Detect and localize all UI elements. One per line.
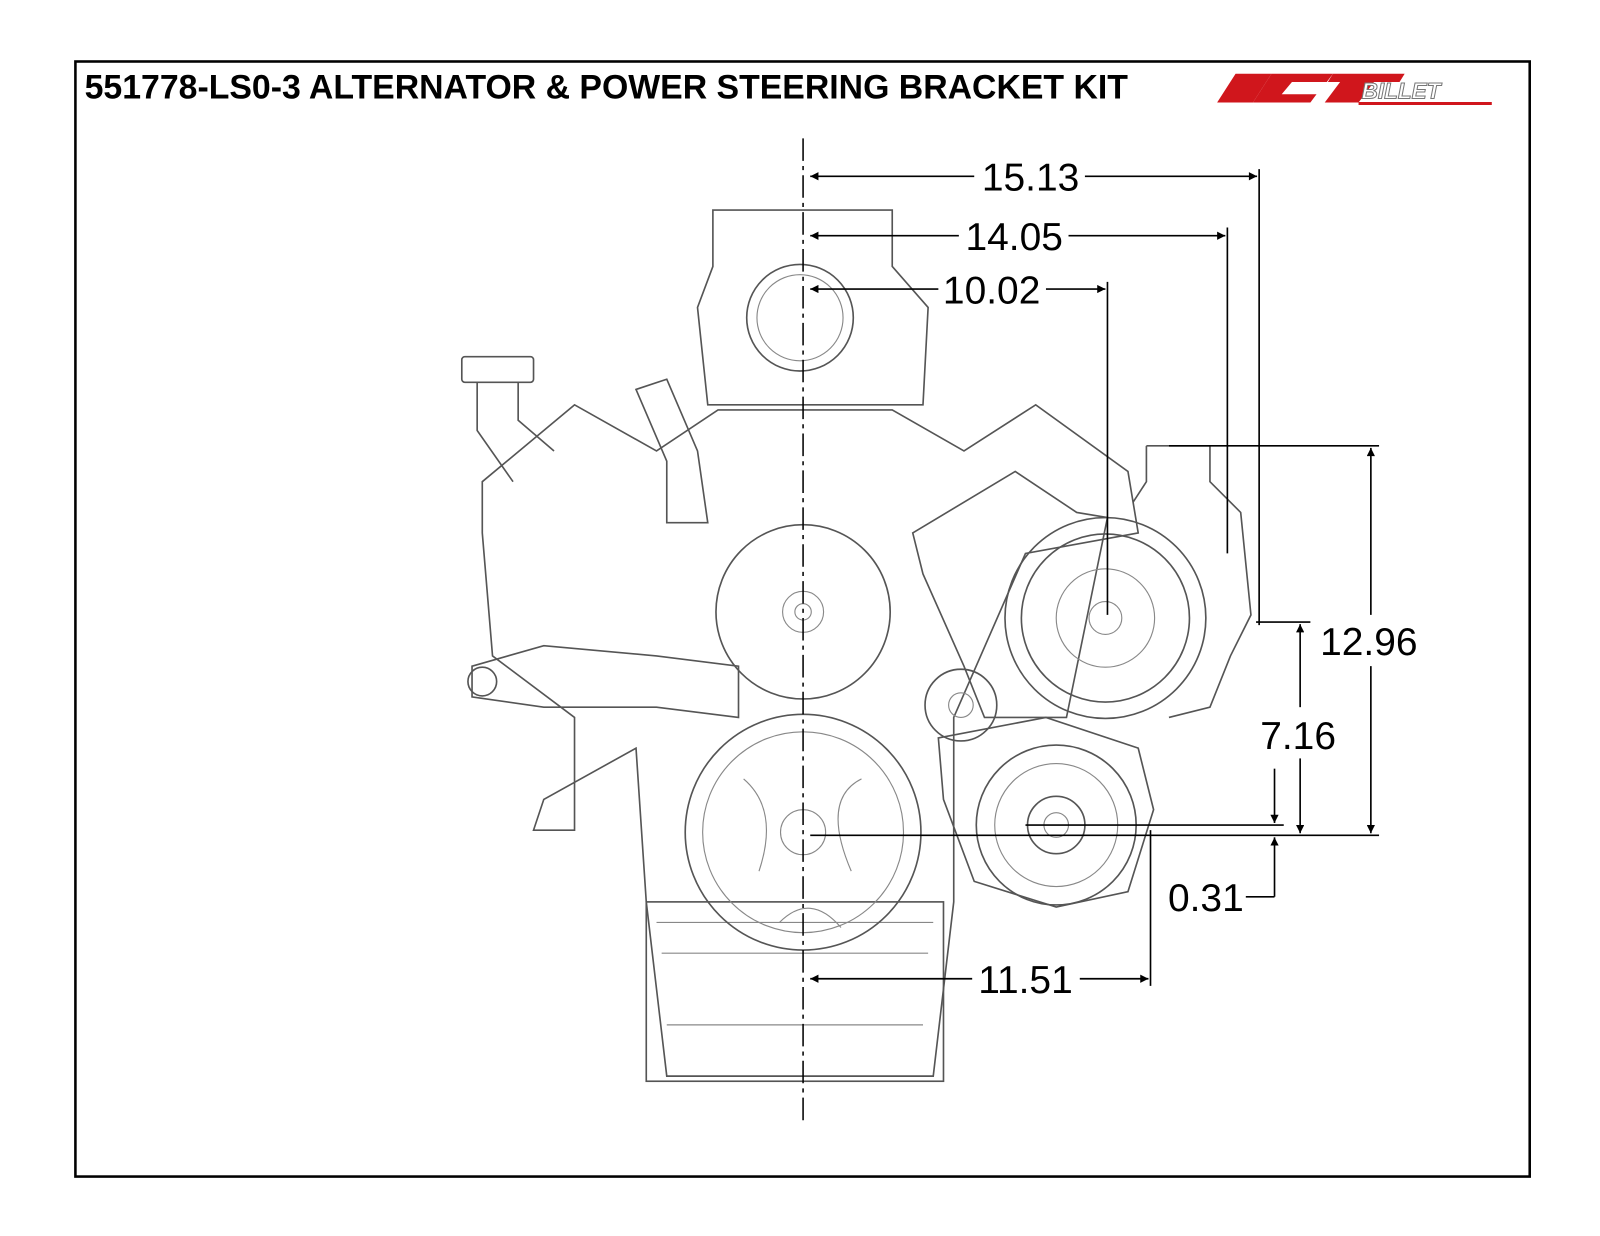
svg-text:15.13: 15.13 [982, 157, 1079, 200]
svg-text:BILLET: BILLET [1362, 78, 1443, 103]
sheet-title: 551778-LS0-3 ALTERNATOR & POWER STEERING… [85, 68, 1129, 106]
idler-pulley [924, 668, 998, 742]
ict-billet-logo: BILLET [1217, 73, 1492, 106]
power-steering-reservoir [1132, 445, 1252, 719]
svg-text:11.51: 11.51 [978, 959, 1073, 1002]
dimension-14-05: 14.05 [810, 216, 1229, 554]
sheet-frame [74, 60, 1531, 1178]
dimension-11-51: 11.51 [810, 830, 1152, 1002]
svg-text:7.16: 7.16 [1260, 715, 1336, 758]
dimension-10-02: 10.02 [810, 269, 1109, 615]
dimension-15-13: 15.13 [810, 157, 1260, 626]
svg-text:10.02: 10.02 [943, 269, 1040, 312]
svg-text:12.96: 12.96 [1320, 621, 1417, 664]
dimension-12-96: 12.96 [810, 445, 1418, 837]
dimension-0-31: 0.31 [1025, 768, 1284, 920]
power-steering-bracket [911, 470, 1109, 719]
svg-text:0.31: 0.31 [1168, 877, 1244, 920]
svg-text:14.05: 14.05 [965, 216, 1062, 259]
power-steering-pulley [1004, 516, 1207, 720]
dimension-7-16: 7.16 [1256, 621, 1336, 834]
engine-drawing [460, 209, 1252, 1083]
